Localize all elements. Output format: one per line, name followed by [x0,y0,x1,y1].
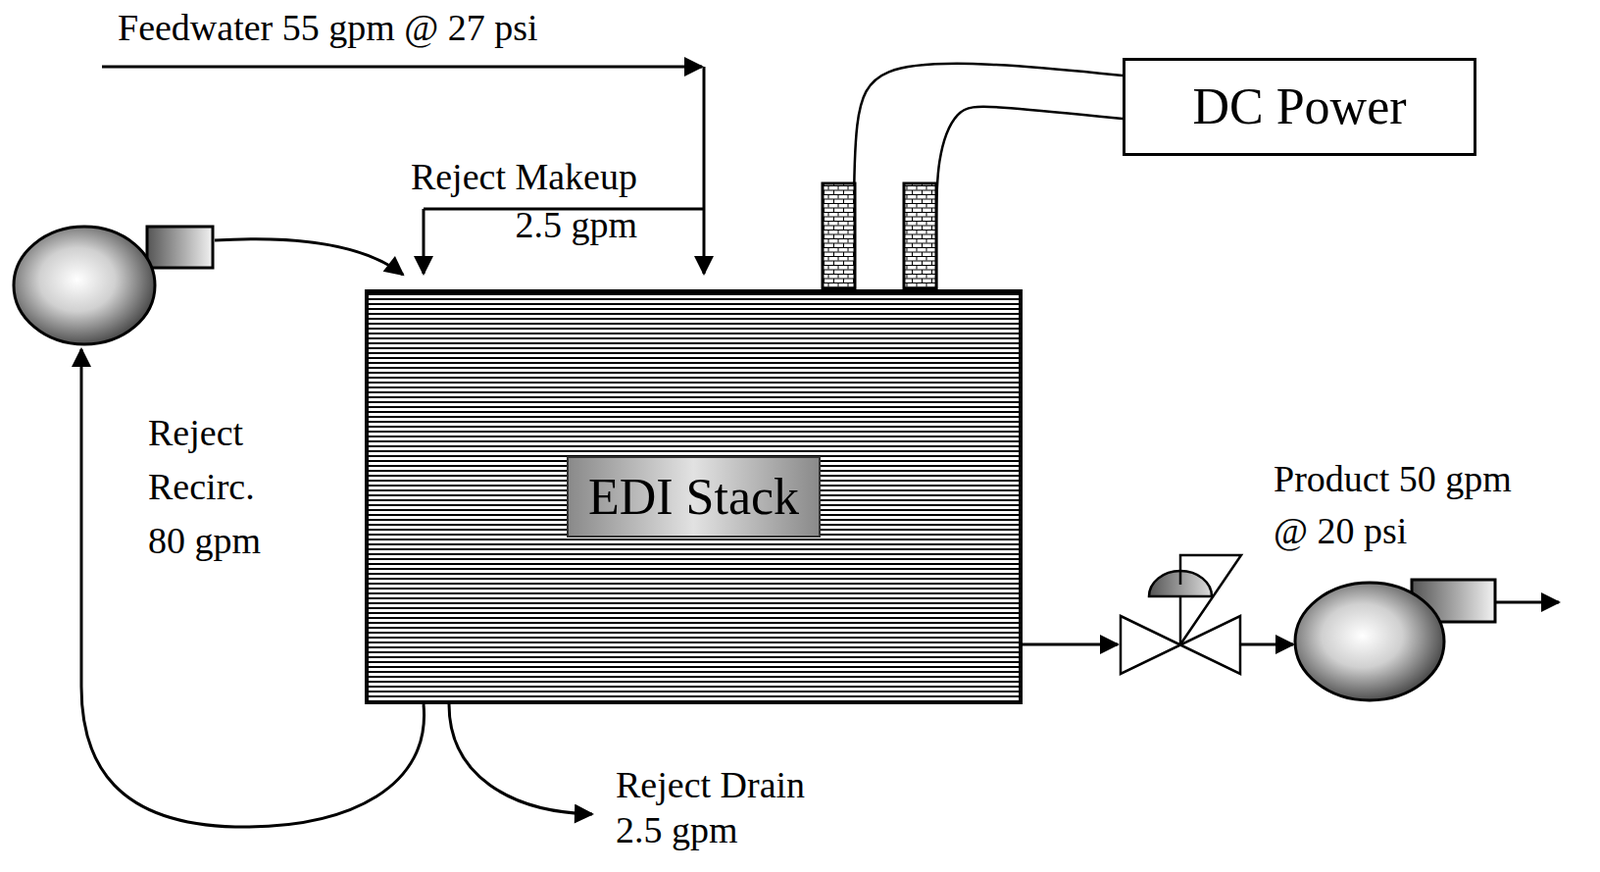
flow-label: Product 50 gpm @ 20 psi [1273,452,1534,557]
power-supply-box: DC Power [1122,57,1477,156]
recirc-pump [13,226,213,345]
node-text: EDI Stack [566,455,821,539]
power-wire [936,106,1123,290]
flow-label: Reject Drain 2.5 gpm [615,762,822,852]
flow-label: Reject Recirc. 80 gpm [148,405,276,568]
node-text: DC Power [1192,77,1406,137]
flow-label: Reject Makeup 2.5 gpm [392,152,638,250]
dc-terminal [822,183,937,289]
product-pump [1295,579,1496,700]
control-valve [1120,554,1242,674]
edi-stack: EDI Stack [364,289,1023,704]
flow-line [81,66,1559,827]
power-wire [853,63,1123,290]
flow-label: Feedwater 55 gpm @ 27 psi [117,3,539,52]
